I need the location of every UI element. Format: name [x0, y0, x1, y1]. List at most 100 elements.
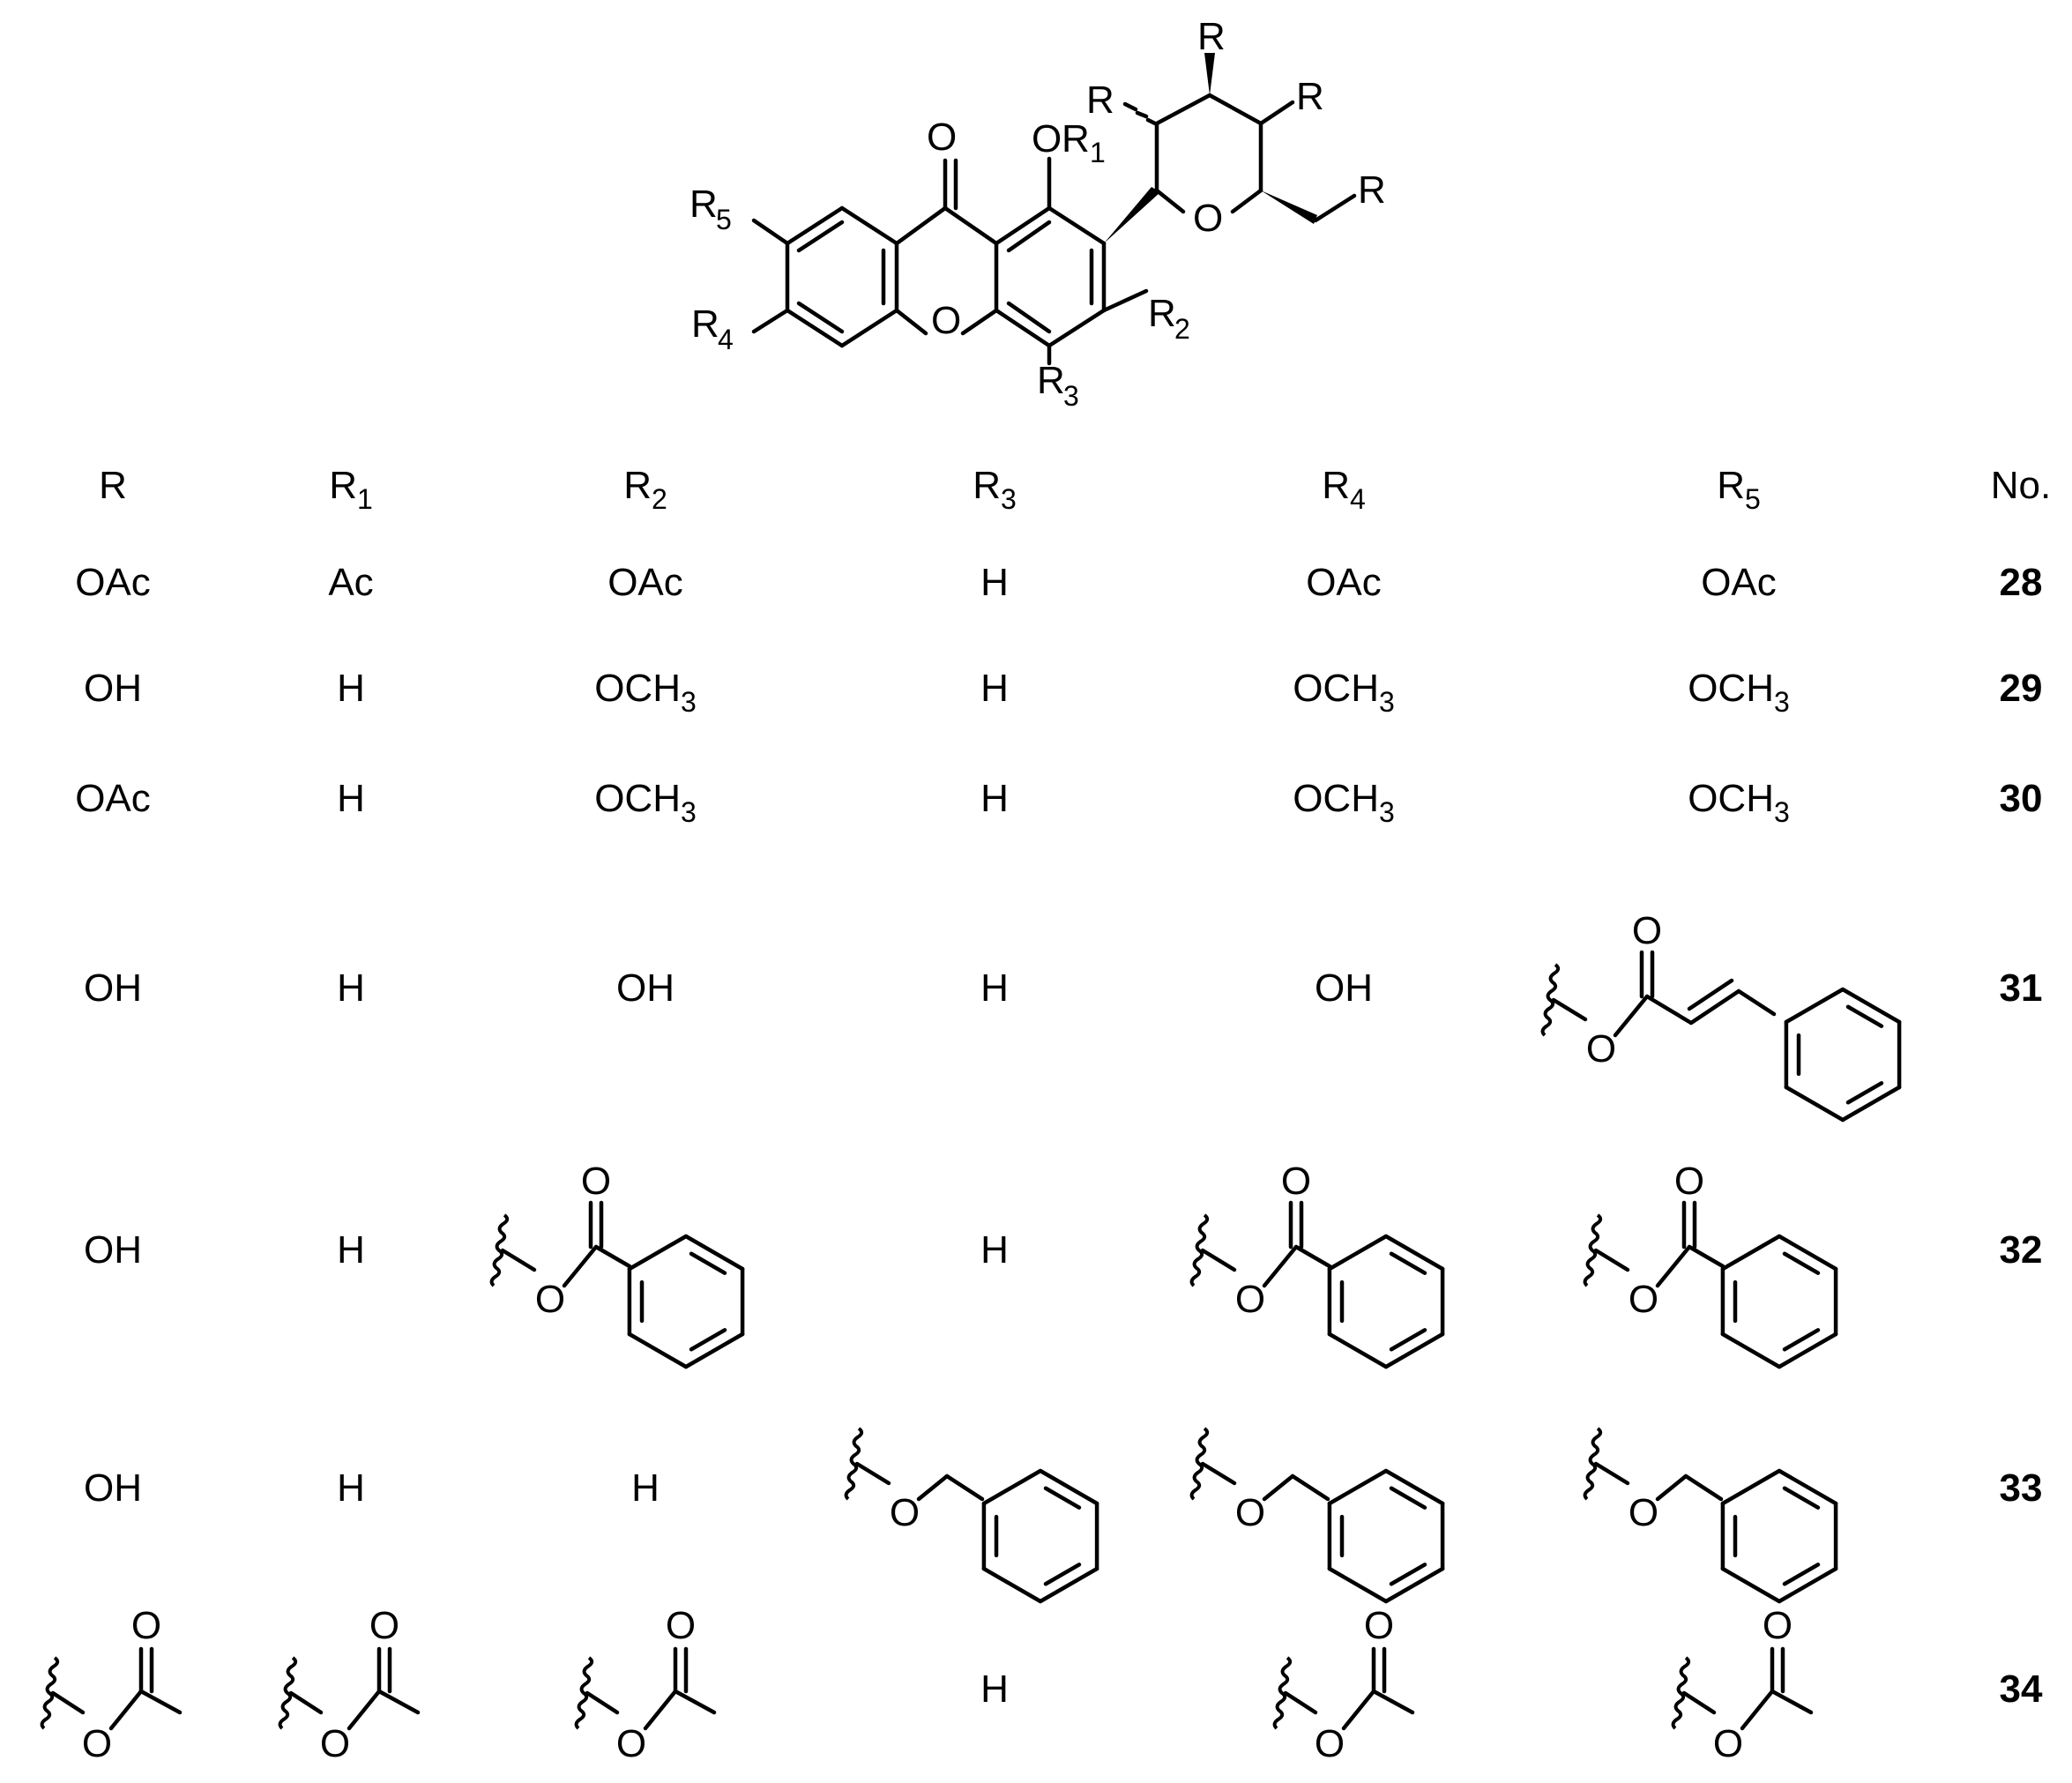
pyran-sugar-ring	[1154, 53, 1357, 224]
column-header: No.	[1991, 464, 2051, 507]
acetoxy-substituent: OO	[278, 1604, 421, 1765]
ether-oxygen-label: O	[1629, 1491, 1658, 1534]
substituent-cell: H	[631, 1466, 660, 1510]
substituent-cell: H	[980, 561, 1009, 604]
ester-oxygen-label: O	[1315, 1722, 1345, 1765]
ester-oxygen-label: O	[1713, 1722, 1743, 1765]
ester-oxygen-label: O	[320, 1722, 350, 1765]
substituent-cell: OAc	[607, 561, 683, 604]
acetoxy-substituent: OO	[40, 1604, 183, 1765]
cinnamoyloxy-substituent: OO	[1540, 909, 1902, 1123]
substituent-cell: H	[980, 1667, 1009, 1711]
substituent-cell: OCH3	[1688, 777, 1790, 828]
pyran-oxygen-label: O	[1193, 197, 1223, 240]
substituent-cell: H	[337, 966, 365, 1010]
ether-oxygen-label: O	[890, 1491, 920, 1534]
compound-number: 33	[2000, 1466, 2043, 1510]
substituent-cell: OAc	[1306, 561, 1382, 604]
ester-oxygen-label: O	[1235, 1278, 1265, 1321]
carbonyl-oxygen-label: O	[1763, 1604, 1793, 1647]
r-left-label: R	[1086, 78, 1114, 122]
substituent-cell: OAc	[75, 561, 151, 604]
svg-text:R: R	[689, 183, 718, 226]
xanthone-ring-oxygen-label: O	[931, 299, 961, 342]
substituent-cell: OH	[1315, 966, 1373, 1010]
svg-text:R: R	[1037, 359, 1065, 402]
benzoyloxy-substituent: OO	[1189, 1160, 1445, 1369]
substituent-cell: H	[337, 667, 365, 710]
substituent-cell: OCH3	[1293, 777, 1395, 828]
svg-text:R: R	[1062, 117, 1090, 160]
substituent-cell: OCH3	[594, 667, 697, 718]
carbonyl-oxygen-label: O	[1632, 909, 1662, 952]
or1-label: O R 1	[1032, 117, 1106, 168]
wedge-bond-c-glycoside	[1104, 187, 1160, 243]
benzoyloxy-substituent: OO	[1583, 1160, 1838, 1369]
acetoxy-substituent: OO	[574, 1604, 717, 1765]
compound-number: 28	[2000, 561, 2043, 604]
column-header: R2	[623, 464, 667, 515]
carbonyl-oxygen-label: O	[1281, 1160, 1311, 1203]
benzyloxy-substituent: O	[1583, 1427, 1838, 1604]
r-top-label: R	[1197, 15, 1226, 58]
hashed-bond-left-r	[1122, 101, 1158, 126]
svg-text:3: 3	[1063, 380, 1079, 412]
compound-number: 32	[2000, 1228, 2043, 1272]
svg-text:2: 2	[1174, 313, 1190, 345]
carbonyl-oxygen-label: O	[1364, 1604, 1394, 1647]
column-header: R	[99, 464, 127, 507]
substituent-cell: OAc	[75, 777, 151, 820]
r-ch2-label: R	[1358, 168, 1386, 212]
compound-number: 30	[2000, 777, 2043, 820]
substituent-cell: Ac	[328, 561, 373, 604]
benzyloxy-substituent: O	[1189, 1427, 1445, 1604]
svg-text:4: 4	[718, 324, 734, 355]
svg-text:R: R	[1148, 292, 1176, 335]
column-header: R5	[1717, 464, 1761, 515]
carbonyl-oxygen-label: O	[581, 1160, 611, 1203]
substituent-cell: H	[337, 1228, 365, 1272]
svg-text:O: O	[1032, 117, 1062, 160]
substituent-cell: H	[980, 667, 1009, 710]
r2-label: R 2	[1148, 292, 1190, 345]
ether-oxygen-label: O	[1235, 1491, 1265, 1534]
table-row: OH H H O O O 33	[84, 1427, 2043, 1604]
xanthone-c-glycoside-scaffold: O O O O R 1 R R R R R 2 R 3 R 4 R 5	[689, 15, 1386, 412]
substituent-cell: OH	[84, 1228, 142, 1272]
carbonyl-oxygen-label: O	[666, 1604, 696, 1647]
column-header: R1	[329, 464, 373, 515]
ester-oxygen-label: O	[1586, 1027, 1616, 1071]
ester-oxygen-label: O	[535, 1278, 565, 1321]
substituent-cell: H	[980, 777, 1009, 820]
compound-number: 31	[2000, 966, 2043, 1010]
carbonyl-oxygen-label: O	[1674, 1160, 1704, 1203]
benzyloxy-substituent: O	[844, 1427, 1099, 1604]
column-header: R3	[973, 464, 1017, 515]
benzoyloxy-substituent: OO	[489, 1160, 745, 1369]
substituent-cell: OCH3	[594, 777, 697, 828]
acetoxy-substituent: OO	[1671, 1604, 1814, 1765]
svg-text:R: R	[691, 302, 719, 346]
substituent-cell: H	[980, 966, 1009, 1010]
substituent-cell: OH	[84, 667, 142, 710]
right-benzene-ring	[751, 156, 1149, 366]
carbonyl-oxygen-label: O	[927, 116, 957, 159]
svg-text:1: 1	[1090, 137, 1106, 168]
substituent-cell: H	[337, 1466, 365, 1510]
substituent-cell: OCH3	[1688, 667, 1790, 718]
substituent-cell: H	[980, 1228, 1009, 1272]
column-header: R4	[1322, 464, 1366, 515]
carbonyl-oxygen-label: O	[369, 1604, 399, 1647]
r-right-label: R	[1296, 75, 1324, 118]
compound-number: 34	[2000, 1667, 2043, 1711]
substituent-cell: OCH3	[1293, 667, 1395, 718]
carbonyl-oxygen-label: O	[131, 1604, 161, 1647]
substituent-cell: OH	[84, 1466, 142, 1510]
